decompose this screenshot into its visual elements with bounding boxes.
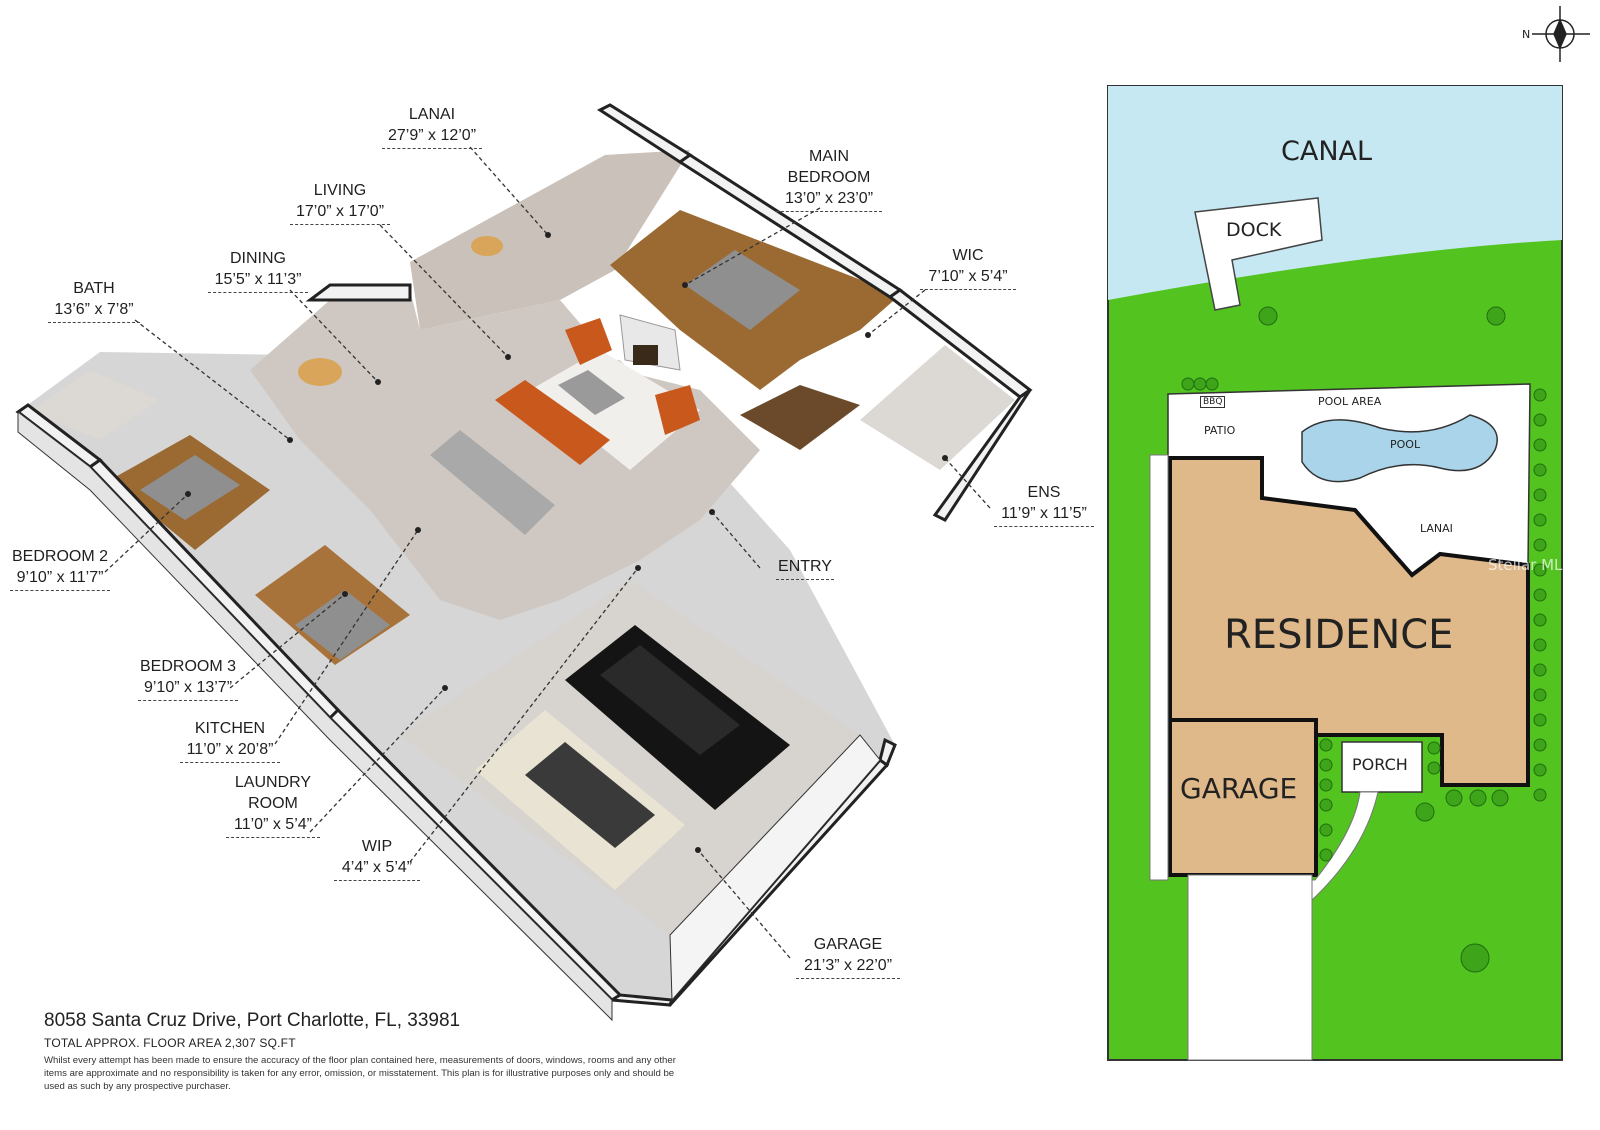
lanai-table — [471, 236, 503, 256]
shrubs — [1181, 306, 1547, 973]
room-label-wip: WIP 4’4” x 5’4” — [334, 836, 420, 881]
garage-site-label: GARAGE — [1180, 772, 1298, 805]
room-dim: 11’0” x 20’8” — [180, 739, 280, 763]
room-name: KITCHEN — [194, 720, 266, 737]
room-dim: 4’4” x 5’4” — [334, 857, 420, 881]
room-name: WIC — [952, 247, 984, 264]
armchair-1 — [565, 318, 612, 365]
room-dim: 9’10” x 13’7” — [138, 677, 238, 701]
compass-north-label: N — [1522, 28, 1531, 41]
room-name: MAIN — [809, 148, 849, 165]
room-name: LAUNDRY — [234, 774, 312, 791]
room-name: BATH — [73, 280, 115, 297]
room-name: BEDROOM 3 — [139, 658, 236, 675]
main-bed — [685, 250, 800, 330]
room-label-lanai: LANAI 27’9” x 12’0” — [382, 104, 482, 149]
room-label-wic: WIC 7’10” x 5’4” — [920, 245, 1016, 290]
room-label-bath: BATH 13’6” x 7’8” — [48, 278, 140, 323]
front-path — [1311, 791, 1379, 902]
room-name-2: BEDROOM — [787, 169, 871, 186]
room-dim: 11’9” x 11’5” — [994, 503, 1094, 527]
room-label-laundry: LAUNDRY ROOM 11’0” x 5’4” — [226, 772, 320, 838]
room-dim: 9’10” x 11’7” — [10, 567, 110, 591]
left-walkway — [1149, 454, 1169, 881]
patio-label: PATIO — [1204, 424, 1236, 437]
walls — [15, 103, 1033, 1007]
dock-label: DOCK — [1226, 219, 1282, 241]
garage-floor — [400, 580, 860, 935]
bedroom2-bed — [140, 455, 240, 520]
property-address: 8058 Santa Cruz Drive, Port Charlotte, F… — [44, 1010, 461, 1031]
dock-shape — [1194, 197, 1323, 311]
porch-footprint — [1341, 741, 1423, 793]
room-name: DINING — [230, 250, 286, 267]
main-floor-tile — [250, 290, 760, 620]
label-dots — [185, 232, 948, 853]
leader-lines — [104, 146, 991, 959]
driveway — [1187, 874, 1313, 1061]
armchair-2 — [655, 385, 700, 435]
bbq-label: BBQ — [1200, 396, 1226, 408]
bath-floor — [30, 370, 160, 440]
side-wall-left — [17, 410, 613, 1022]
room-label-bedroom2: BEDROOM 2 9’10” x 11’7” — [10, 546, 110, 591]
porch-label: PORCH — [1352, 755, 1408, 774]
room-label-bedroom3: BEDROOM 3 9’10” x 13’7” — [138, 656, 238, 701]
total-floor-area: TOTAL APPROX. FLOOR AREA 2,307 SQ.FT — [44, 1036, 296, 1050]
pool — [1301, 414, 1498, 483]
room-label-entry: ENTRY — [776, 556, 834, 580]
room-label-garage: GARAGE 21’3” x 22’0” — [796, 934, 900, 979]
dining-table — [298, 358, 342, 386]
room-name: LIVING — [313, 182, 367, 199]
lanai-floor — [410, 150, 690, 330]
room-dim: 15’5” x 11’3” — [208, 269, 308, 293]
disclaimer: Whilst every attempt has been made to en… — [44, 1055, 676, 1092]
room-name: WIP — [361, 838, 393, 855]
lanai-site-label: LANAI — [1420, 522, 1453, 535]
room-dim: 11’0” x 5’4” — [226, 814, 320, 838]
floor-plan-3d — [15, 103, 1033, 1022]
sofa — [495, 380, 610, 465]
room-dim: 21’3” x 22’0” — [796, 955, 900, 979]
pool-area-label: POOL AREA — [1318, 395, 1382, 408]
room-dim: 17’0” x 17’0” — [290, 201, 390, 225]
coffee-table — [558, 370, 625, 415]
room-label-living: LIVING 17’0” x 17’0” — [290, 180, 390, 225]
room-name: LANAI — [408, 106, 456, 123]
north-compass-icon — [1532, 6, 1590, 62]
room-label-ens: ENS 11’9” x 11’5” — [994, 482, 1094, 527]
canal-label: CANAL — [1281, 136, 1373, 167]
room-dim: 13’0” x 23’0” — [776, 188, 882, 212]
site-plan — [1107, 6, 1590, 1061]
room-name: GARAGE — [813, 936, 883, 953]
room-dim: 7’10” x 5’4” — [920, 266, 1016, 290]
room-label-main-bedroom: MAIN BEDROOM 13’0” x 23’0” — [776, 146, 882, 212]
room-dim: 13’6” x 7’8” — [48, 299, 140, 323]
fireplace — [633, 345, 658, 365]
room-label-dining: DINING 15’5” x 11’3” — [208, 248, 308, 293]
car-white — [475, 710, 685, 890]
car-black — [565, 625, 790, 810]
kitchen-island — [430, 430, 555, 535]
residence-label: RESIDENCE — [1224, 612, 1454, 658]
room-name: ENS — [1027, 484, 1061, 501]
wic-floor — [740, 385, 860, 450]
side-wall-garage — [669, 734, 881, 1002]
room-name: ENTRY — [776, 556, 834, 580]
room-name-2: ROOM — [248, 795, 298, 812]
room-label-kitchen: KITCHEN 11’0” x 20’8” — [180, 718, 280, 763]
room-name: BEDROOM 2 — [11, 548, 108, 565]
watermark: Stellar MLS — [1488, 556, 1572, 574]
living-furniture — [430, 314, 700, 535]
ensuite-floor — [860, 345, 1015, 470]
pool-label: POOL — [1390, 438, 1421, 451]
room-dim: 27’9” x 12’0” — [382, 125, 482, 149]
